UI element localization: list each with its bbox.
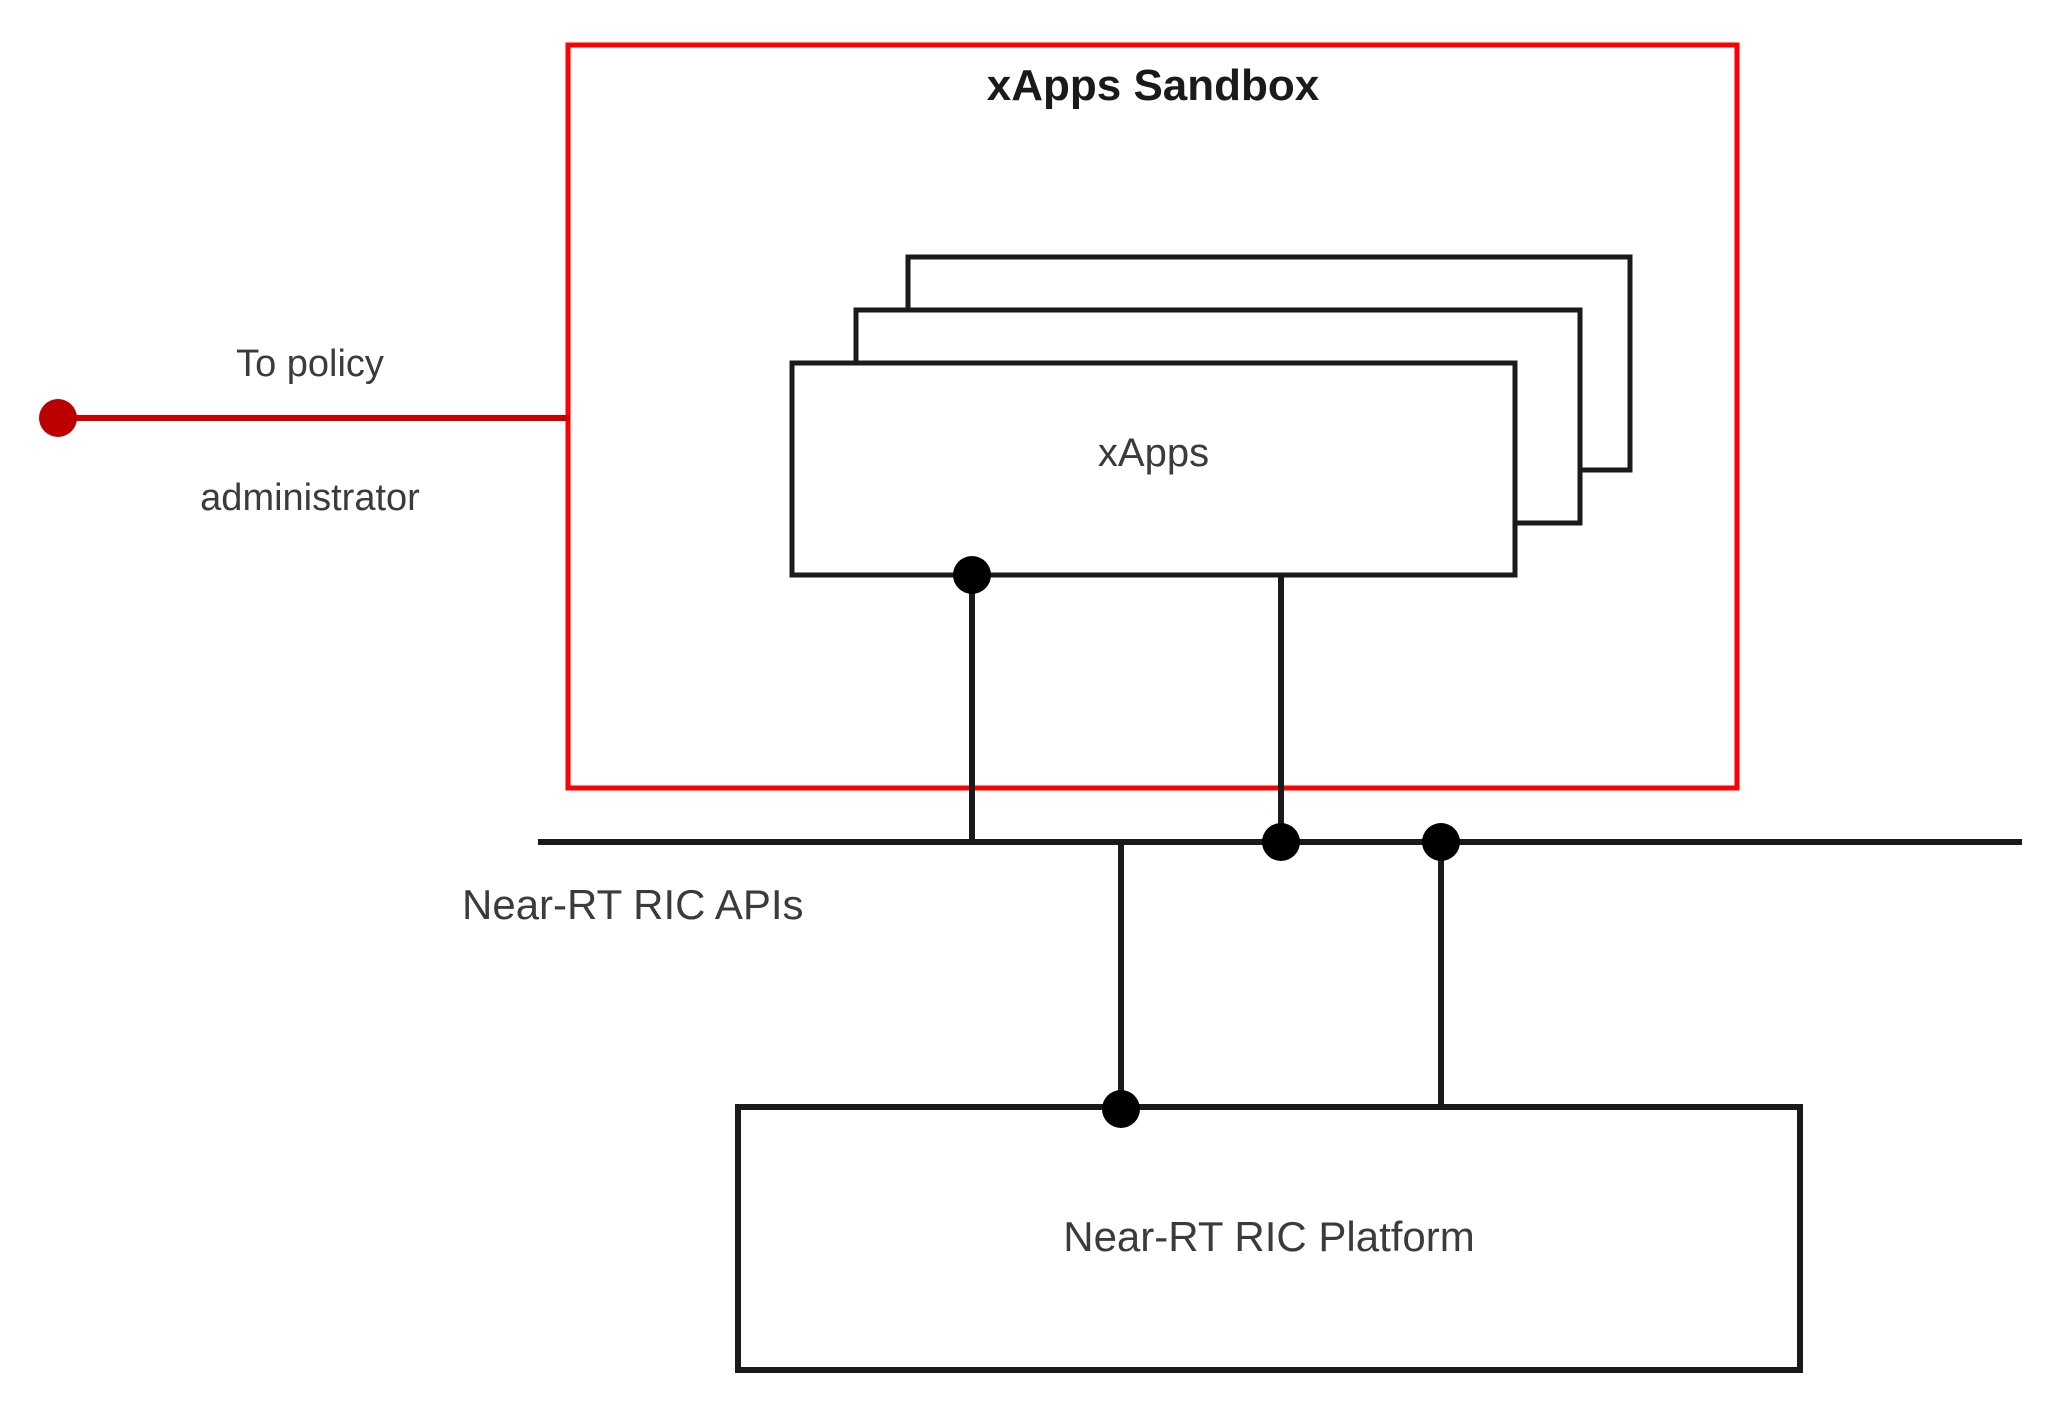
junction-dot-xapps-bottom	[953, 556, 991, 594]
policy-administrator-label-line1: To policy	[236, 342, 384, 385]
near-rt-ric-platform-label: Near-RT RIC Platform	[1063, 1213, 1475, 1260]
junction-dot-api-bus-right	[1422, 823, 1460, 861]
junction-dot-platform-top	[1102, 1090, 1140, 1128]
policy-administrator-endpoint-dot	[39, 399, 77, 437]
xapps-box-front	[789, 360, 1518, 578]
policy-administrator-label-line2: administrator	[200, 477, 420, 520]
near-rt-ric-apis-label: Near-RT RIC APIs	[462, 881, 804, 928]
junction-dot-api-bus-left	[1262, 823, 1300, 861]
xapps-stack-label: xApps	[1097, 431, 1210, 475]
xapps-sandbox-title: xApps Sandbox	[986, 61, 1320, 110]
near-rt-ric-platform-box	[735, 1104, 1803, 1373]
policy-administrator-label: To policy administrator	[110, 252, 510, 611]
